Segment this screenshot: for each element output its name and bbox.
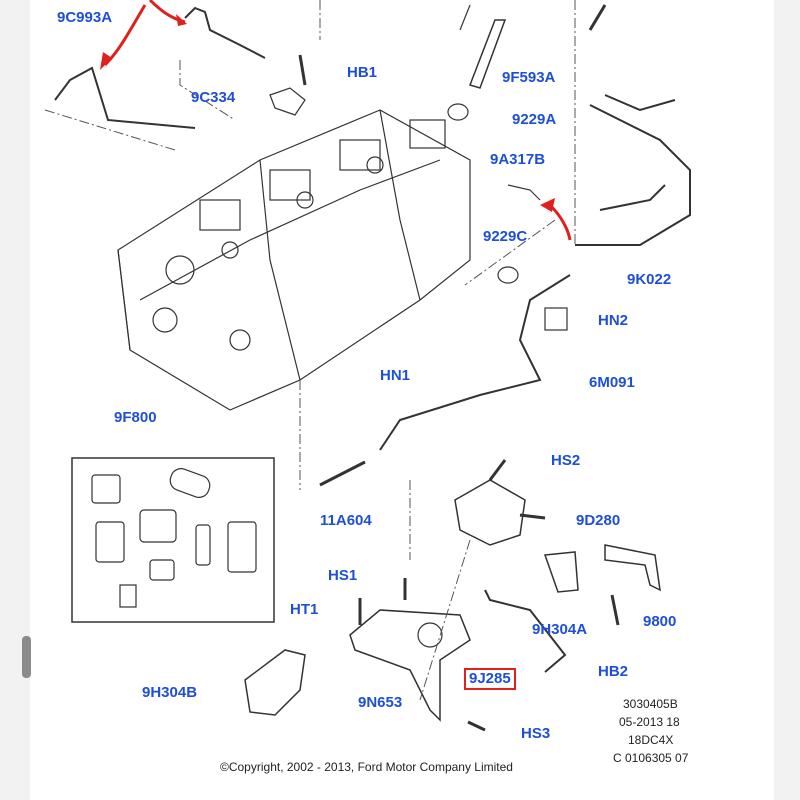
ref-catalog: C 0106305 07	[613, 751, 689, 765]
clip-9a317b	[507, 184, 541, 201]
label-ht1[interactable]: HT1	[290, 601, 319, 618]
label-hs2[interactable]: HS2	[551, 452, 581, 469]
bolt-hs2	[488, 459, 507, 481]
label-9k022[interactable]: 9K022	[627, 271, 672, 288]
cylinder-head	[117, 109, 471, 411]
label-6m091[interactable]: 6M091	[589, 374, 635, 391]
bolt-hb2	[610, 594, 620, 626]
label-9n653[interactable]: 9N653	[358, 694, 403, 711]
part-9800	[604, 544, 661, 592]
label-hs3[interactable]: HS3	[521, 725, 551, 742]
glow-plug	[319, 460, 366, 487]
label-9229a[interactable]: 9229A	[512, 111, 557, 128]
ref-date: 05-2013 18	[619, 715, 680, 729]
label-9j285-selected[interactable]: 9J285	[464, 668, 516, 690]
washer-9229a	[447, 103, 469, 121]
pump-bracket	[349, 609, 471, 722]
copyright-notice: ©Copyright, 2002 - 2013, Ford Motor Comp…	[220, 760, 513, 774]
label-9c993a[interactable]: 9C993A	[57, 9, 113, 26]
bracket-9h304b	[244, 649, 306, 716]
nut-hn2	[544, 307, 568, 331]
label-9d280[interactable]: 9D280	[576, 512, 621, 529]
clamp-9c334	[269, 87, 306, 116]
bracket-9h304a	[543, 551, 579, 593]
label-9a317b[interactable]: 9A317B	[490, 151, 546, 168]
label-9h304b[interactable]: 9H304B	[142, 684, 198, 701]
scroll-handle[interactable]	[22, 636, 31, 678]
label-hn2[interactable]: HN2	[598, 312, 629, 329]
leak-off-pipe	[54, 66, 196, 129]
label-hs1[interactable]: HS1	[328, 567, 358, 584]
label-9h304a[interactable]: 9H304A	[532, 621, 588, 638]
fuel-line-set	[575, 104, 691, 246]
label-11a604[interactable]: 11A604	[320, 512, 372, 529]
ref-code: 3030405B	[623, 697, 678, 711]
injector	[469, 19, 507, 89]
label-9f800[interactable]: 9F800	[114, 409, 157, 426]
label-9229c[interactable]: 9229C	[483, 228, 528, 245]
red-arrows	[103, 0, 572, 241]
fuel-pipe-9j285	[484, 589, 567, 673]
label-hb1[interactable]: HB1	[347, 64, 378, 81]
label-9c334[interactable]: 9C334	[191, 89, 236, 106]
bolt-hb1	[298, 54, 307, 86]
seal-kit-box	[71, 457, 275, 623]
high-pressure-pump	[454, 479, 526, 546]
bolt-hs3	[467, 720, 486, 732]
label-hn1[interactable]: HN1	[380, 367, 411, 384]
label-9f593a[interactable]: 9F593A	[502, 69, 556, 86]
label-9800[interactable]: 9800	[643, 613, 677, 630]
ref-model: 18DC4X	[628, 733, 674, 747]
label-hb2[interactable]: HB2	[598, 663, 629, 680]
washer-9229c	[497, 266, 519, 284]
fuel-return-pipe	[379, 274, 571, 451]
